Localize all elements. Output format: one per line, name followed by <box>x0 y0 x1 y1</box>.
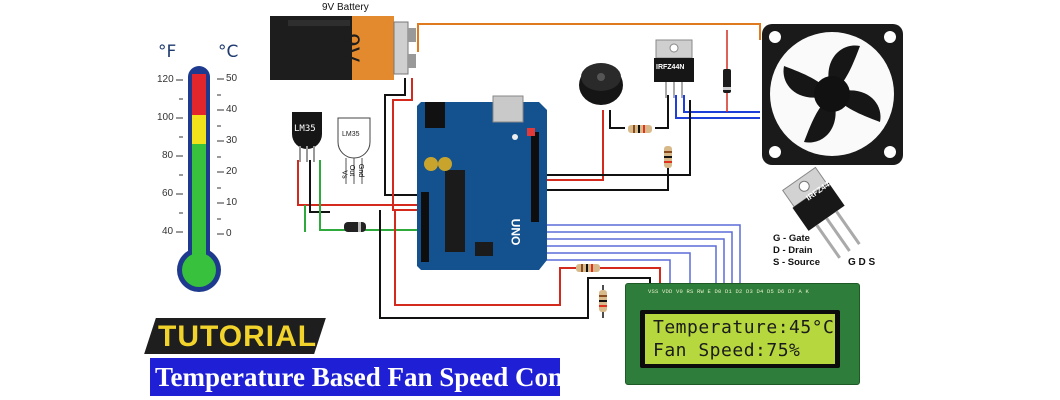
tutorial-tab: TUTORIAL <box>158 320 318 353</box>
resistor-icon-2 <box>664 146 672 168</box>
battery-red-wire <box>392 78 422 211</box>
f-tick-60: 60 <box>162 188 174 199</box>
mosfet-chip-label: IRFZ44N <box>656 64 685 71</box>
resistor-icon-4 <box>599 290 607 312</box>
c-tick-40: 40 <box>226 104 238 115</box>
buzzer-black-wire <box>609 110 625 129</box>
celsius-unit-label: °C <box>218 42 239 62</box>
lcd-wire-3 <box>545 238 725 285</box>
pin-legend-source: S - Source <box>773 257 820 268</box>
lcd-line-1: Temperature:45°C <box>653 317 835 338</box>
lcd-screen: Temperature:45°C Fan Speed:75% <box>640 310 840 368</box>
f-tick-40: 40 <box>162 226 174 237</box>
pin-leg-letters: G D S <box>848 257 876 268</box>
gate-wire <box>655 95 669 129</box>
lcd-wire-4 <box>545 245 717 285</box>
thermometer-icon <box>177 66 221 292</box>
lcd-wire-2 <box>545 231 733 285</box>
lcd-glass: Temperature:45°C Fan Speed:75% <box>645 314 835 364</box>
c-tick-0: 0 <box>226 228 232 239</box>
buzzer-red-wire <box>540 110 604 181</box>
f-tick-100: 100 <box>157 112 174 123</box>
lcd-wire-6 <box>545 259 671 285</box>
pin-legend-drain: D - Drain <box>773 245 813 256</box>
title-banner-bg <box>150 358 560 396</box>
fahrenheit-unit-label: °F <box>158 42 177 62</box>
battery-caption: 9V Battery <box>322 2 369 13</box>
battery-positive-wire <box>417 23 761 52</box>
c-tick-30: 30 <box>226 135 238 146</box>
buzzer-icon <box>579 63 623 105</box>
fan-black-wire <box>545 100 691 176</box>
lcd-line-2: Fan Speed:75% <box>653 340 801 361</box>
drain-wire <box>675 95 760 119</box>
resistor-icon-3 <box>576 264 600 272</box>
c-tick-20: 20 <box>226 166 238 177</box>
sensor-gnd-wire <box>297 160 420 206</box>
mosfet-pinout-icon <box>782 166 861 259</box>
f-tick-80: 80 <box>162 150 174 161</box>
resistor-icon-1 <box>628 125 652 133</box>
arduino-uno-label: UNO <box>508 218 523 246</box>
diode-icon <box>723 69 731 93</box>
lcd-wire-5 <box>545 252 691 285</box>
source-wire <box>683 95 760 113</box>
lm35-pin-vs: Vs <box>340 170 348 179</box>
lm35-sensor-icon <box>292 112 322 162</box>
title-banner: Temperature Based Fan Speed Control <box>155 362 605 392</box>
f-tick-120: 120 <box>157 74 174 85</box>
sensor-vs-wire <box>309 160 330 213</box>
lm35-pin-gnd: Gnd <box>357 163 365 178</box>
lcd-module: VSS VDD V0 RS RW E D0 D1 D2 D3 D4 D5 D6 … <box>625 283 860 385</box>
thermometer-scale <box>176 78 224 235</box>
battery-icon <box>270 16 416 80</box>
sensor-out-wire <box>319 160 420 231</box>
lcd-black-rail <box>379 210 651 319</box>
lm35-pin-out: Out <box>348 164 356 177</box>
cooling-fan-icon <box>762 24 903 165</box>
battery-negative-wire <box>384 78 422 196</box>
pin-legend-gate: G - Gate <box>773 233 810 244</box>
lm35-outline-icon <box>337 117 371 184</box>
c-tick-10: 10 <box>226 197 238 208</box>
lm35-chip-label: LM35 <box>294 124 316 134</box>
battery-voltage-label: 9V <box>337 32 363 63</box>
capacitor-icon <box>344 222 366 232</box>
lm35-outline-label: LM35 <box>342 131 360 138</box>
lcd-pin-labels: VSS VDD V0 RS RW E D0 D1 D2 D3 D4 D5 D6 … <box>648 288 810 295</box>
arduino-uno-board <box>417 95 547 270</box>
mosfet-icon <box>654 39 694 98</box>
c-tick-50: 50 <box>226 73 238 84</box>
lcd-wire-1 <box>545 224 741 285</box>
